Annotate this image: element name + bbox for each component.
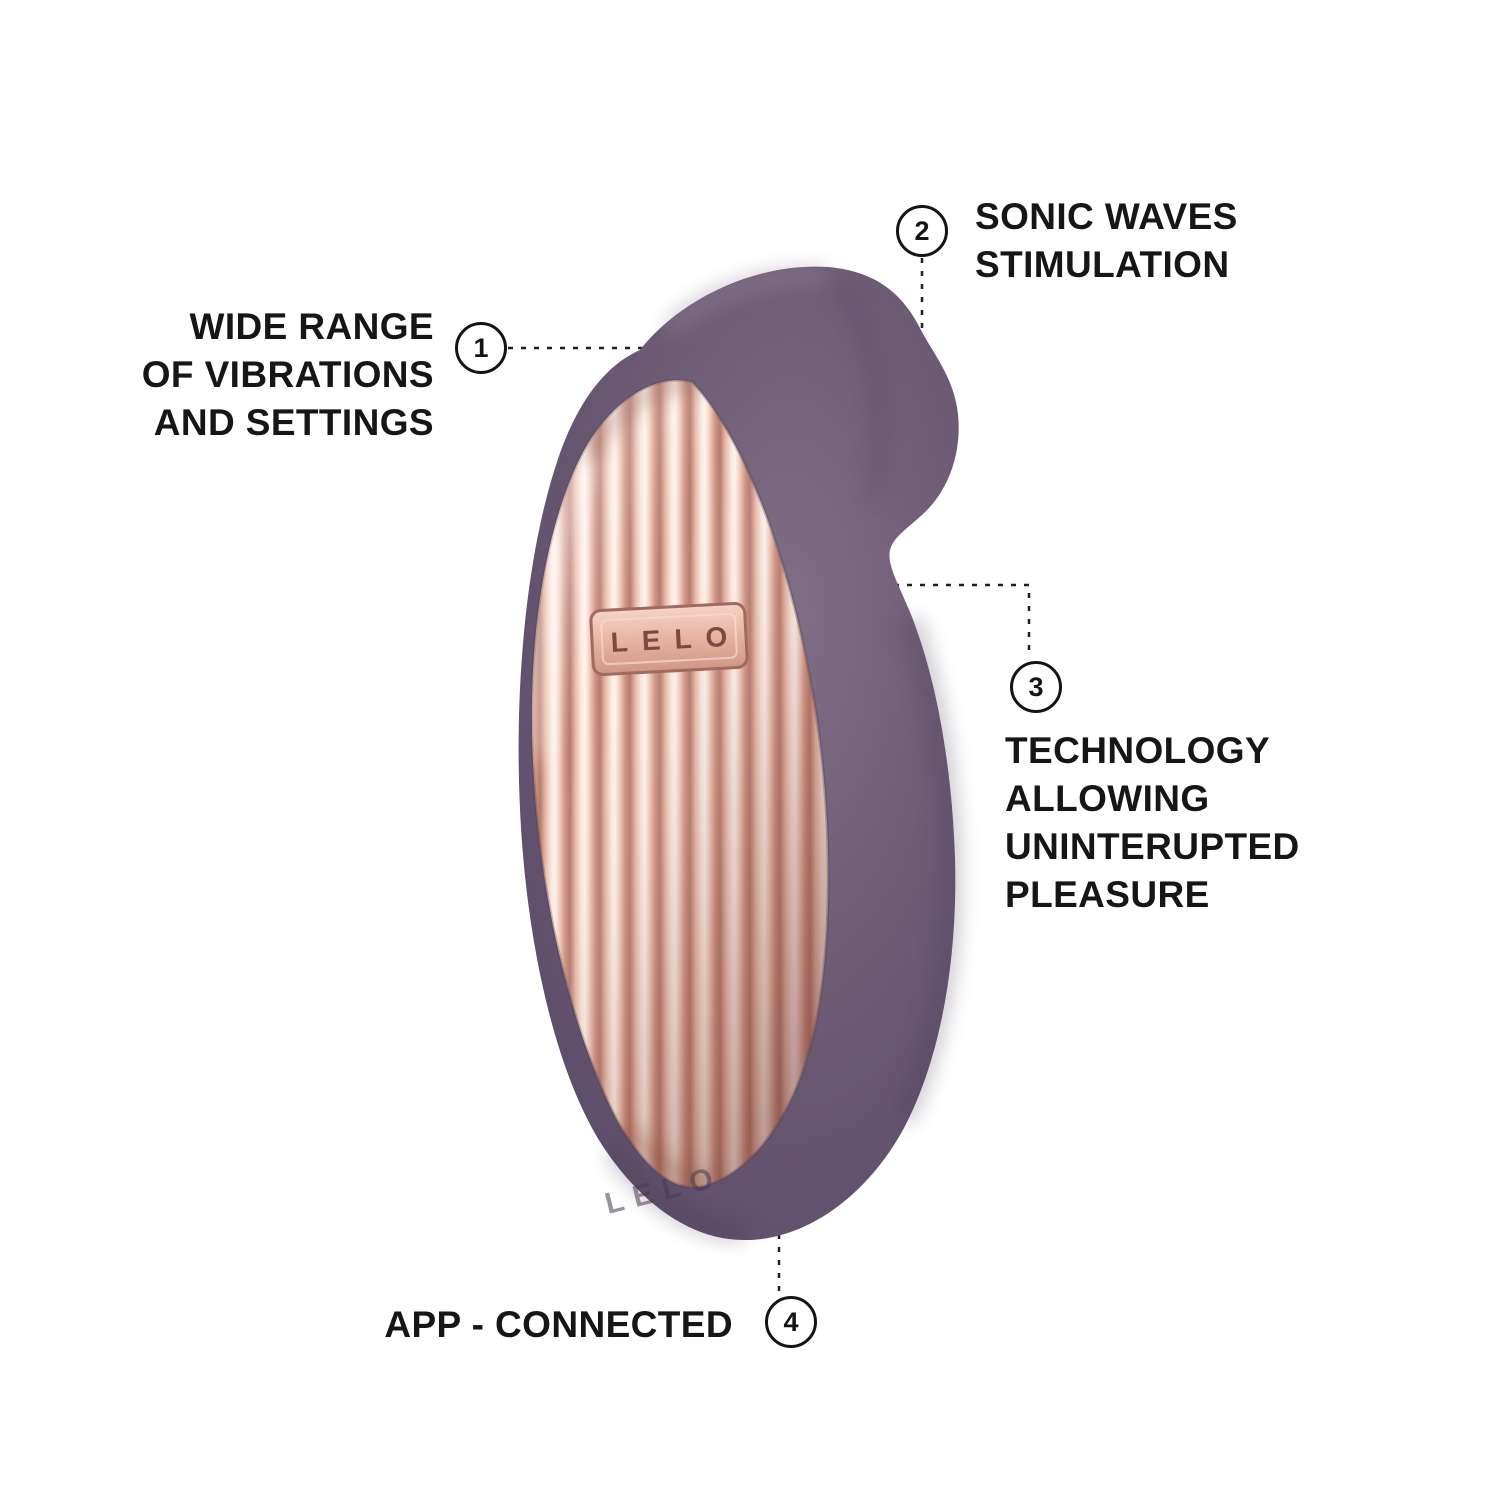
body-right-shadow — [893, 616, 961, 1125]
panel-top-shadow — [577, 380, 702, 464]
callout-line-3 — [894, 583, 1031, 658]
panel-left-highlight — [535, 457, 595, 761]
panel-bottom-shadow — [623, 1125, 717, 1188]
brand-plate-text: LELO — [610, 620, 742, 658]
body-bottom-shadow — [605, 1145, 745, 1240]
callout-4-badge: 4 — [765, 1296, 817, 1348]
callout-2-badge: 2 — [896, 205, 948, 257]
nozzle-crease-shadow — [836, 282, 886, 500]
callout-3-line-1: TECHNOLOGY — [1005, 730, 1271, 771]
callout-1-badge: 1 — [455, 322, 507, 374]
callout-4-label: APP - CONNECTED — [384, 1301, 733, 1349]
callout-4-line-1: APP - CONNECTED — [384, 1304, 733, 1345]
brand-plate-inner-edge — [600, 612, 738, 666]
callout-2-line-1: SONIC WAVES — [975, 196, 1238, 237]
callout-3-line-2: ALLOWING — [1005, 778, 1210, 819]
callout-3-badge: 3 — [1010, 661, 1062, 713]
brand-plate: LELO — [589, 602, 749, 676]
device-body-shading — [605, 269, 961, 1240]
device-front-panel-shading — [531, 380, 829, 1188]
callout-1-line-3: AND SETTINGS — [153, 402, 434, 443]
callout-3-line-3: UNINTERUPTED — [1005, 826, 1300, 867]
callout-2-label: SONIC WAVES STIMULATION — [975, 193, 1238, 289]
callout-3-line-4: PLEASURE — [1005, 874, 1210, 915]
callout-1-line-1: WIDE RANGE — [189, 306, 434, 347]
callout-3-label: TECHNOLOGY ALLOWING UNINTERUPTED PLEASUR… — [1005, 727, 1300, 919]
brand-plate-bezel — [589, 602, 749, 676]
panel-detail-shading — [535, 380, 717, 1188]
product-device: LELO LELO — [518, 266, 961, 1241]
callout-1-line-2: OF VIBRATIONS — [141, 354, 434, 395]
callout-2-line-2: STIMULATION — [975, 244, 1230, 285]
body-top-highlight — [663, 269, 827, 335]
callout-1-label: WIDE RANGE OF VIBRATIONS AND SETTINGS — [142, 303, 434, 447]
